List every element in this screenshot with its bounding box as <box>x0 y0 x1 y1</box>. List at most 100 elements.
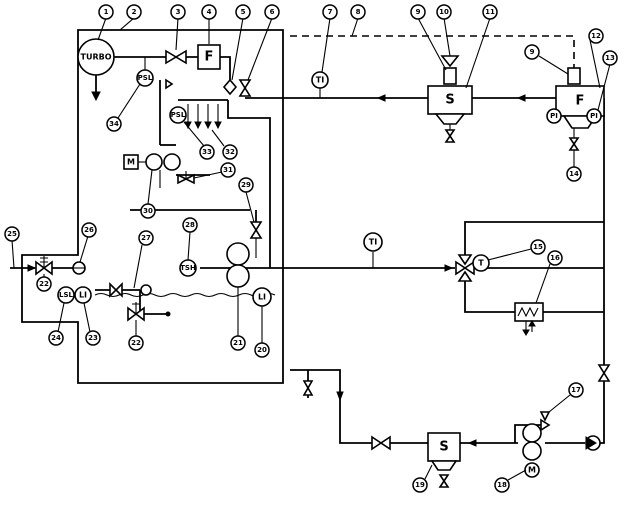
callout-bubble <box>568 382 584 398</box>
leader <box>443 17 451 57</box>
inlet-valve-22 <box>35 256 53 276</box>
valve-half <box>302 380 314 390</box>
callout-number: 9 <box>416 8 421 16</box>
drain-valve <box>438 479 450 488</box>
li-label: LI <box>258 293 266 302</box>
valve-half <box>238 86 252 97</box>
callout-number: 19 <box>415 481 425 489</box>
psl-circle <box>136 69 154 87</box>
callout-bubble <box>436 4 452 20</box>
header-taps <box>187 104 219 124</box>
leader <box>487 248 532 261</box>
leader <box>247 17 273 81</box>
strainer-label: S <box>439 440 448 455</box>
strainer-bowl <box>434 113 466 125</box>
check-valve-top <box>165 49 187 65</box>
turbo-drain-arrow <box>91 91 101 102</box>
piping <box>10 29 605 447</box>
leader <box>417 17 447 71</box>
leader <box>97 17 107 41</box>
callout-number: 29 <box>241 181 251 189</box>
callout-bubble <box>588 28 604 44</box>
pump-circle-lower <box>522 441 542 461</box>
callout-number: 5 <box>241 8 246 16</box>
callout-number: 18 <box>497 481 507 489</box>
valve-half <box>249 221 263 232</box>
drain-valve-bottom <box>302 380 314 396</box>
leader <box>133 244 143 289</box>
pi-label: PI <box>550 112 558 120</box>
filter-outlet-line <box>220 56 231 80</box>
li-label: LI <box>79 291 87 300</box>
callout-bubble <box>98 4 114 20</box>
drain-valve <box>444 129 456 138</box>
cooler-loop-bottom <box>464 281 604 313</box>
valve-half <box>540 418 551 432</box>
callout-bubble <box>524 44 540 60</box>
relief-valve-17 <box>539 411 551 432</box>
leader <box>79 235 89 263</box>
reservoir-outline <box>21 29 284 384</box>
valve-half <box>457 270 473 282</box>
callout-bubble <box>140 203 156 219</box>
check-valve <box>165 78 174 90</box>
callout-number: 20 <box>257 346 267 354</box>
callout-bubble <box>48 330 64 346</box>
psl-circle <box>169 106 187 124</box>
leader <box>535 263 551 304</box>
strainer-switch <box>443 67 457 85</box>
tsh-switch: TSH <box>179 259 197 277</box>
callout-number: 16 <box>550 254 560 262</box>
strainer-box <box>427 432 461 462</box>
temp-indicator-top: TI <box>311 71 329 98</box>
leader <box>245 191 255 223</box>
callout-number: 17 <box>571 386 581 394</box>
callout-bubble <box>230 335 246 351</box>
drain-valve <box>444 134 456 143</box>
valve-half <box>184 173 195 185</box>
callout-number: 25 <box>7 230 17 238</box>
callout-bubble <box>182 217 198 233</box>
callout-bubble <box>547 250 563 266</box>
leader <box>193 171 223 179</box>
callout-number: 34 <box>109 120 119 128</box>
flow-arrow <box>516 94 526 102</box>
callout-number: 8 <box>356 8 361 16</box>
leader <box>211 129 225 147</box>
motor-label: M <box>127 158 135 167</box>
valve-half <box>174 49 187 65</box>
callout-bubble <box>201 4 217 20</box>
psl-label: PSL <box>138 74 153 82</box>
leader <box>507 469 527 481</box>
valve-actuator <box>132 302 140 314</box>
leader <box>321 17 331 73</box>
leader <box>351 17 359 37</box>
filter-right: F PI PI <box>546 67 605 151</box>
flow-arrow <box>336 391 344 402</box>
callout-number: 26 <box>84 226 94 234</box>
level-switch-low: LSL <box>57 286 75 304</box>
pump-circle-upper <box>522 423 542 443</box>
callout-bubble <box>36 276 52 292</box>
filter-box <box>197 44 221 70</box>
callout-number: 11 <box>485 8 495 16</box>
leader <box>119 17 135 31</box>
filter-label: F <box>205 50 214 65</box>
tap-arrow <box>214 121 222 130</box>
callout-number: 22 <box>39 280 49 288</box>
leader <box>11 239 15 269</box>
leader <box>117 83 141 119</box>
callout-bubble <box>412 477 428 493</box>
pump-circle-lower <box>226 264 250 288</box>
callout-bubble <box>220 162 236 178</box>
drain-valve-22 <box>127 302 171 322</box>
callout-bubble <box>138 230 154 246</box>
callout-number: 15 <box>533 243 543 251</box>
callout-bubble <box>4 226 20 242</box>
psl-switch-34: PSL <box>136 57 154 87</box>
callout-bubble <box>322 4 338 20</box>
leader <box>187 231 191 261</box>
cooler-bypass-top <box>464 221 604 255</box>
